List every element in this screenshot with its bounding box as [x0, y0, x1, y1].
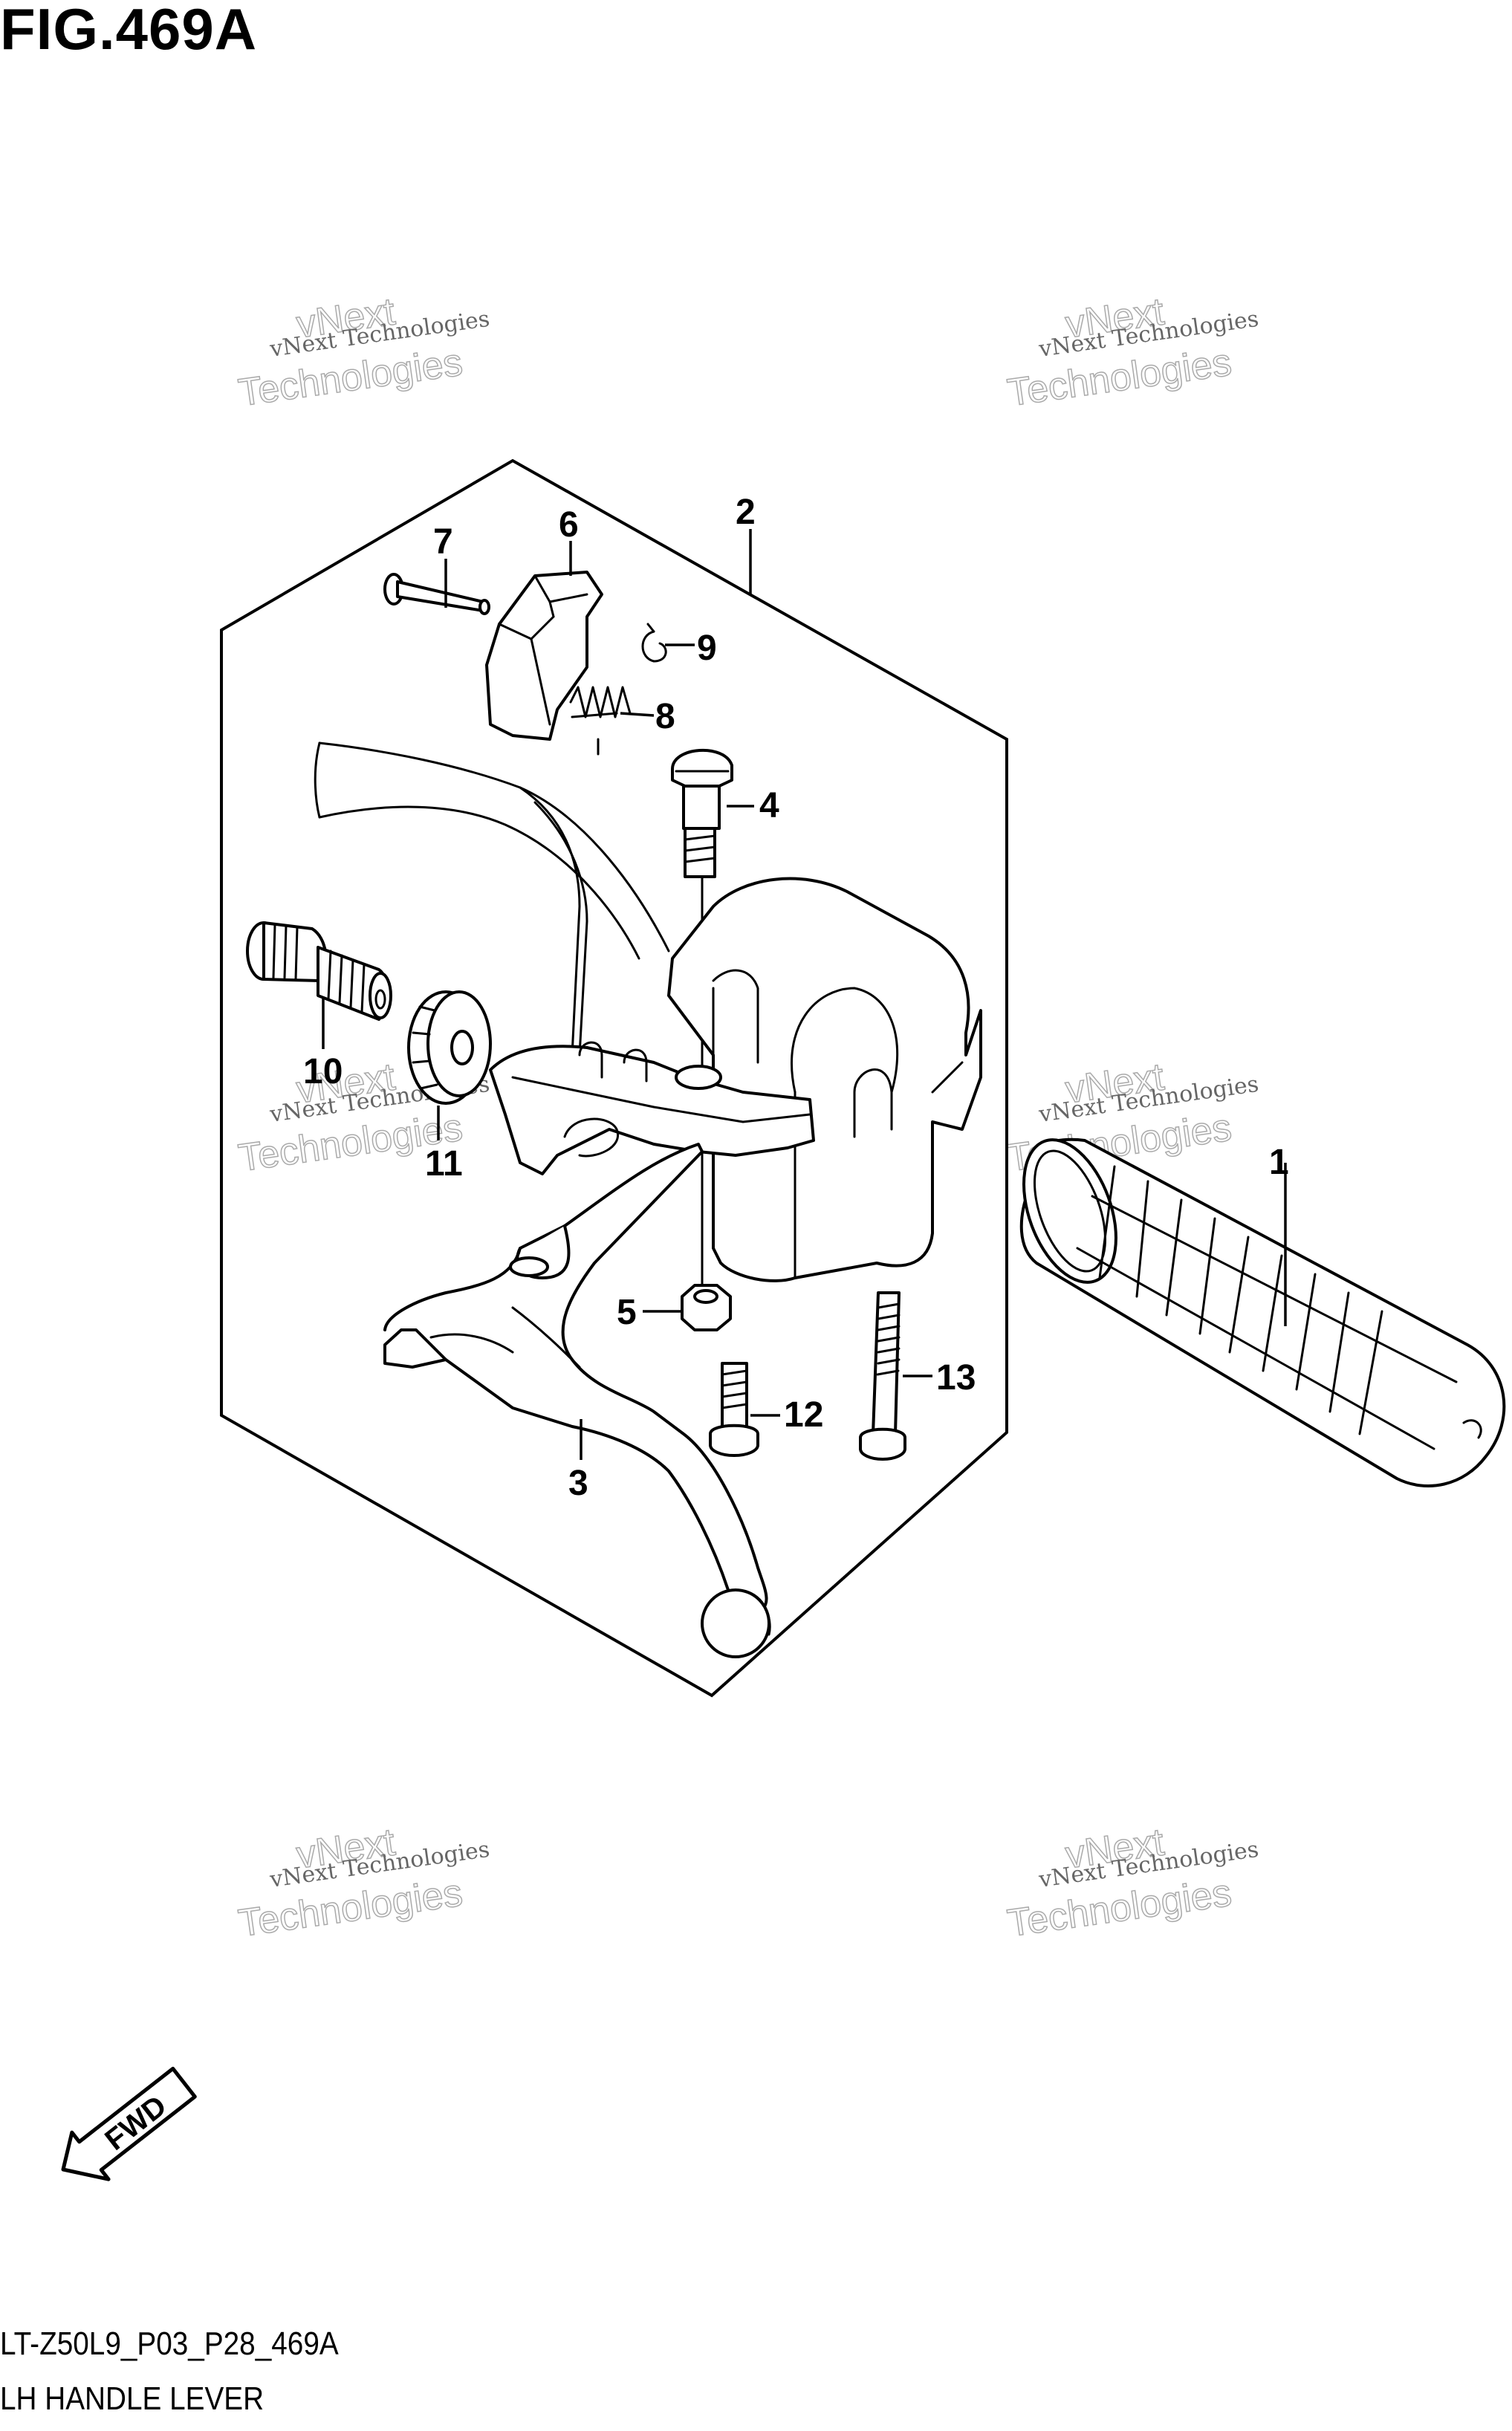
figure-code: LT-Z50L9_P03_P28_469A	[0, 2325, 339, 2362]
callout-10: 10	[303, 1052, 343, 1091]
forward-arrow-icon: FWD	[61, 2066, 197, 2181]
part-3-lever-bracket	[489, 1041, 815, 1175]
part-11-lock-nut	[407, 990, 492, 1105]
part-3-lever	[383, 1143, 771, 1658]
callout-11: 11	[425, 1144, 463, 1184]
watermark-bottom-right: vNext vNext Technologies Technologies	[1005, 1820, 1261, 1946]
part-7-pin	[383, 573, 490, 615]
part-1-grip	[1019, 1137, 1506, 1487]
watermark-bottom-left: vNext vNext Technologies Technologies	[236, 1820, 492, 1946]
callout-9: 9	[697, 629, 717, 668]
callout-4: 4	[759, 786, 779, 825]
callout-6: 6	[559, 505, 579, 545]
part-10-adjuster-bolt	[246, 921, 392, 1021]
cable	[314, 741, 670, 1057]
figure-name: LH HANDLE LEVER	[0, 2380, 265, 2417]
part-5-nut	[681, 1284, 732, 1331]
part-9-clip	[641, 623, 667, 663]
callout-5: 5	[617, 1293, 637, 1332]
part-13-long-bolt	[859, 1291, 906, 1461]
watermark-top-right: vNext vNext Technologies Technologies	[1005, 290, 1261, 415]
assembly-outline	[220, 458, 1008, 1698]
figure-title: FIG.469A	[0, 0, 258, 62]
part-12-bolt	[709, 1362, 759, 1457]
callout-8: 8	[655, 697, 675, 736]
callout-1: 1	[1269, 1143, 1289, 1182]
part-6-holder	[485, 571, 603, 741]
part-8-spring	[569, 686, 632, 756]
watermark-top-left: vNext vNext Technologies Technologies	[236, 290, 492, 415]
leader-lines	[322, 529, 1287, 1460]
callout-3: 3	[568, 1464, 588, 1503]
callout-13: 13	[936, 1358, 976, 1398]
callout-12: 12	[784, 1395, 823, 1435]
callout-2: 2	[736, 493, 756, 532]
callout-7: 7	[433, 522, 453, 562]
